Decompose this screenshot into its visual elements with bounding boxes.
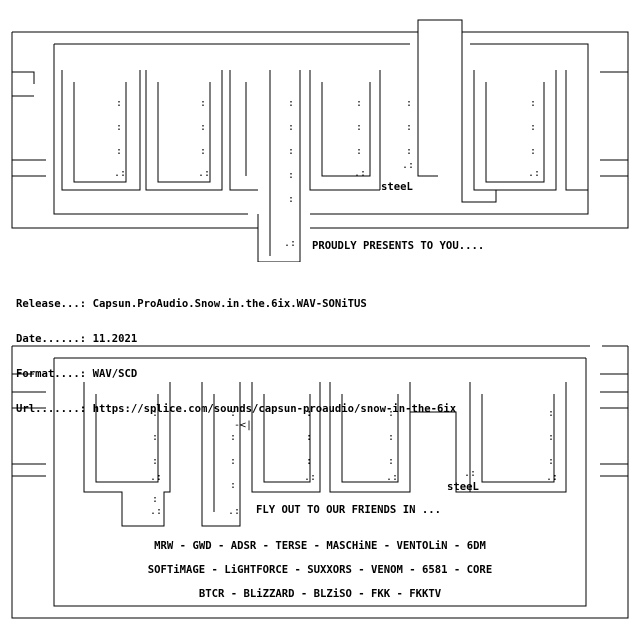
date-row: Date......: 11.2021 xyxy=(16,332,456,346)
format-label: Format....: xyxy=(16,367,87,380)
svg-text::: : xyxy=(200,98,206,109)
release-value: Capsun.ProAudio.Snow.in.the.6ix.WAV-SONi… xyxy=(92,298,367,311)
svg-text::: : xyxy=(288,194,294,205)
svg-text::: : xyxy=(356,146,362,157)
svg-text::: : xyxy=(306,456,312,467)
svg-text:.:: .: xyxy=(402,160,414,171)
svg-text::: : xyxy=(152,494,158,505)
svg-text::: : xyxy=(200,146,206,157)
svg-text:-<|: -<| xyxy=(234,420,252,431)
svg-text:.:: .: xyxy=(354,168,366,179)
svg-text:.:: .: xyxy=(150,472,162,483)
presents-text: PROUDLY PRESENTS TO YOU.... xyxy=(312,240,485,252)
nfo-logo-bottom: :::.::.: ::::.: -<| :::.: :::.: .: :::.: xyxy=(11,345,629,619)
svg-text::: : xyxy=(548,432,554,443)
artist-tag-bottom: steeL xyxy=(447,481,479,493)
svg-text::: : xyxy=(152,432,158,443)
date-value: 11.2021 xyxy=(92,332,138,345)
svg-text::: : xyxy=(116,122,122,133)
svg-text::: : xyxy=(356,98,362,109)
svg-text:.:: .: xyxy=(198,168,210,179)
svg-text::: : xyxy=(288,146,294,157)
greets-line-2: SOFTiMAGE - LiGHTFORCE - SUXXORS - VENOM… xyxy=(147,564,493,576)
svg-text::: : xyxy=(288,98,294,109)
svg-text::: : xyxy=(406,98,412,109)
svg-text::: : xyxy=(356,122,362,133)
svg-text::: : xyxy=(406,122,412,133)
svg-text:.:: .: xyxy=(150,506,162,517)
svg-text::: : xyxy=(152,408,158,419)
svg-text:.:: .: xyxy=(114,168,126,179)
svg-text:.:: .: xyxy=(304,472,316,483)
date-label: Date......: xyxy=(16,332,87,345)
svg-text::: : xyxy=(548,456,554,467)
svg-text::: : xyxy=(288,170,294,181)
svg-text::: : xyxy=(230,456,236,467)
svg-text::: : xyxy=(288,122,294,133)
greets-line-1: MRW - GWD - ADSR - TERSE - MASCHiNE - VE… xyxy=(154,540,486,552)
svg-text::: : xyxy=(230,432,236,443)
svg-text::: : xyxy=(306,408,312,419)
svg-text:.:: .: xyxy=(464,468,476,479)
svg-text:.:: .: xyxy=(386,472,398,483)
svg-text::: : xyxy=(548,408,554,419)
svg-text:.:: .: xyxy=(546,472,558,483)
svg-text::: : xyxy=(388,408,394,419)
artist-tag-top: steeL xyxy=(381,181,413,193)
nfo-logo-top: :::.: :::.: ::::: :::.: :::.: :::.: .: xyxy=(11,19,629,262)
url-row: Url.......: https://splice.com/sounds/ca… xyxy=(16,402,457,416)
url-value: https://splice.com/sounds/capsun-proaudi… xyxy=(92,402,457,415)
svg-text::: : xyxy=(530,146,536,157)
greets-line-3: BTCR - BLiZZARD - BLZiSO - FKK - FKKTV xyxy=(198,588,442,600)
svg-text::: : xyxy=(230,480,236,491)
svg-text:.:: .: xyxy=(284,238,296,249)
svg-text::: : xyxy=(116,146,122,157)
release-label: Release...: xyxy=(16,298,87,311)
svg-text::: : xyxy=(530,122,536,133)
svg-text:.:: .: xyxy=(228,506,240,517)
svg-text::: : xyxy=(200,122,206,133)
svg-text:.:: .: xyxy=(528,168,540,179)
release-info: Release...: Capsun.ProAudio.Snow.in.the.… xyxy=(16,276,456,427)
svg-text::: : xyxy=(406,146,412,157)
svg-text::: : xyxy=(230,408,236,419)
url-label: Url.......: xyxy=(16,402,87,415)
svg-text::: : xyxy=(152,456,158,467)
svg-text::: : xyxy=(388,456,394,467)
svg-text::: : xyxy=(530,98,536,109)
release-row: Release...: Capsun.ProAudio.Snow.in.the.… xyxy=(16,298,456,311)
format-row: Format....: WAV/SCD xyxy=(16,367,456,381)
svg-text::: : xyxy=(306,432,312,443)
svg-text::: : xyxy=(388,432,394,443)
svg-text::: : xyxy=(116,98,122,109)
format-value: WAV/SCD xyxy=(92,367,138,380)
flyout-text: FLY OUT TO OUR FRIENDS IN ... xyxy=(256,504,441,516)
